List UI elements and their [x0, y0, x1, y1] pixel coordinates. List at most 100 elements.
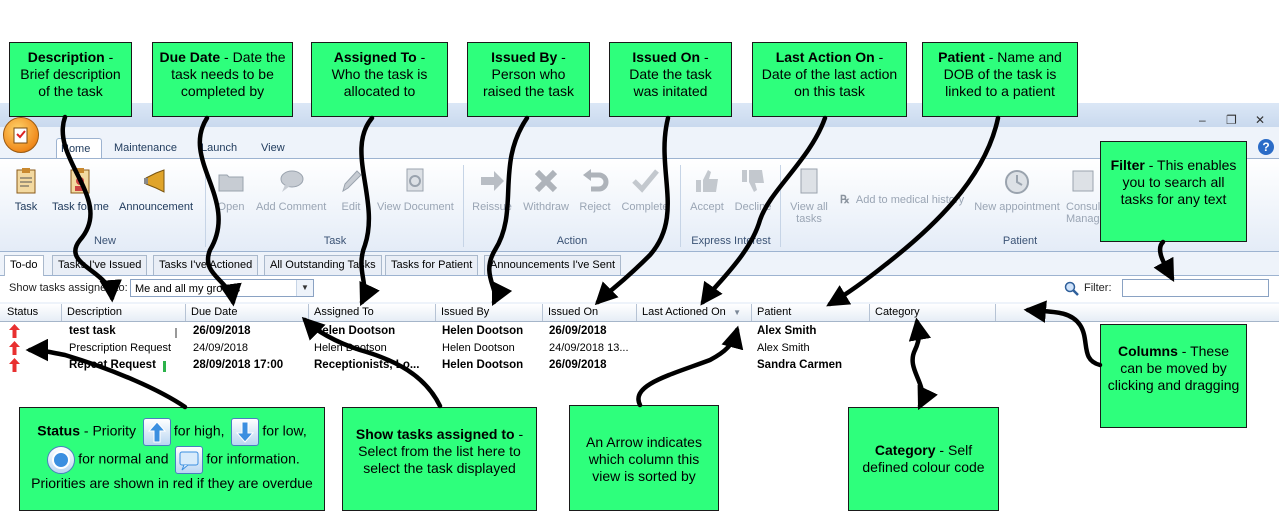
ribbon-tabs: Home Maintenance Launch View: [0, 138, 1279, 159]
column-header-patient[interactable]: Patient: [752, 304, 870, 321]
callout-last-action-on: Last Action On - Date of the last action…: [752, 42, 907, 117]
ribbon-separator: [463, 165, 464, 247]
column-header-issued-by[interactable]: Issued By: [436, 304, 543, 321]
thumbs-up-icon: [696, 170, 718, 192]
tab-tasks-ive-issued[interactable]: Tasks I've Issued: [52, 255, 148, 275]
callout-filter: Filter - This enables you to search all …: [1100, 141, 1247, 242]
pencil-icon: [342, 170, 362, 193]
column-header-issued-on[interactable]: Issued On: [543, 304, 637, 321]
view-document-button-label: View Document: [377, 201, 454, 213]
minimize-button[interactable]: –: [1199, 113, 1206, 127]
tab-announcements-ive-sent[interactable]: Announcements I've Sent: [484, 255, 622, 275]
column-header-category[interactable]: Category: [870, 304, 996, 321]
callout-title: Issued On: [632, 49, 701, 65]
callout-title: Status: [37, 422, 81, 439]
callout-due-date: Due Date - Date the task needs to be com…: [152, 42, 293, 117]
callout-title: Filter: [1110, 157, 1145, 173]
consultation-manager-button[interactable]: Consultation Manager: [1066, 167, 1100, 225]
table-row[interactable]: test task 26/09/2018 Helen Dootson Helen…: [0, 323, 1279, 340]
open-button[interactable]: Open: [214, 167, 248, 213]
column-header-description[interactable]: Description: [62, 304, 186, 321]
callout-show-tasks-assigned-to: Show tasks assigned to - Select from the…: [342, 407, 537, 511]
tab-all-outstanding-tasks[interactable]: All Outstanding Tasks: [264, 255, 382, 275]
callout-title: Last Action On: [775, 49, 875, 65]
task-button[interactable]: Task: [10, 167, 42, 213]
withdraw-button[interactable]: Withdraw: [522, 167, 570, 213]
callout-text: - Priority: [80, 422, 137, 439]
show-tasks-assigned-select[interactable]: Me and all my groups ▼: [130, 279, 314, 297]
cell-description: Prescription Request: [69, 342, 172, 354]
tab-maintenance[interactable]: Maintenance: [114, 142, 177, 154]
view-all-tasks-button[interactable]: View all tasks: [786, 167, 832, 225]
callout-issued-on: Issued On - Date the task was initated: [609, 42, 732, 117]
high-priority-icon: [142, 418, 171, 446]
callout-title: Show tasks assigned to: [355, 426, 515, 442]
notepad-icon: [13, 127, 28, 144]
tasks-grid: Status Description Due Date Assigned To …: [0, 304, 1279, 405]
help-icon[interactable]: ?: [1258, 139, 1274, 155]
add-comment-button-label: Add Comment: [256, 201, 327, 213]
cell-issued-by: Helen Dootson: [442, 325, 524, 337]
column-header-due-date[interactable]: Due Date: [186, 304, 309, 321]
tab-home[interactable]: Home: [56, 138, 102, 159]
information-icon: [175, 446, 204, 474]
reject-button[interactable]: Reject: [578, 167, 612, 213]
show-tasks-value: Me and all my groups: [135, 283, 241, 295]
cell-due-date: 26/09/2018: [193, 325, 251, 337]
tab-to-do[interactable]: To-do: [4, 255, 44, 276]
clock-icon: [1005, 170, 1029, 194]
close-button[interactable]: ✕: [1255, 113, 1266, 127]
announcement-button[interactable]: Announcement: [118, 167, 194, 213]
new-appointment-button-label: New appointment: [974, 201, 1060, 213]
undo-icon: [583, 169, 609, 192]
add-comment-button[interactable]: Add Comment: [256, 167, 326, 213]
ribbon-separator: [780, 165, 781, 247]
cell-issued-on: 24/09/2018 13...: [549, 342, 629, 354]
callout-text: for information. Priorities are shown in…: [31, 450, 313, 491]
view-document-button[interactable]: View Document: [377, 167, 454, 213]
callout-text: - Name and DOB of the task is linked to …: [943, 49, 1062, 99]
tab-tasks-ive-actioned[interactable]: Tasks I've Actioned: [153, 255, 259, 275]
callout-category: Category - Self defined colour code: [848, 407, 999, 511]
edit-button[interactable]: Edit: [337, 167, 365, 213]
task-for-me-icon: [70, 168, 90, 194]
complete-button-label: Complete: [621, 201, 669, 213]
edit-button-label: Edit: [341, 201, 361, 213]
column-header-last-actioned-on[interactable]: Last Actioned On ▼: [637, 304, 752, 321]
view-tabs: To-do Tasks I've Issued Tasks I've Actio…: [0, 255, 1279, 276]
reissue-button[interactable]: Reissue: [472, 167, 512, 213]
cell-due-date: 24/09/2018: [193, 342, 249, 354]
restore-button[interactable]: ❐: [1226, 113, 1237, 127]
callout-text: - Date the task needs to be completed by: [171, 49, 286, 99]
table-row[interactable]: Prescription Request 24/09/2018 Helen Do…: [0, 340, 1279, 357]
high-priority-arrow-icon: [9, 324, 20, 338]
callout-text: An Arrow indicates which column this vie…: [586, 434, 702, 484]
add-to-medical-history-label: Add to medical history: [855, 194, 965, 206]
decline-button[interactable]: Decline: [734, 167, 772, 213]
tab-view[interactable]: View: [261, 142, 285, 154]
accept-button[interactable]: Accept: [688, 167, 726, 213]
folder-icon: [218, 174, 244, 192]
callout-title: Due Date: [159, 49, 221, 65]
cell-due-date: 28/09/2018 17:00: [193, 359, 284, 371]
cell-assigned-to: Receptionists, Lo...: [314, 359, 420, 371]
task-for-me-button[interactable]: Task for me: [52, 167, 109, 213]
rx-icon: ℞: [840, 194, 850, 206]
tab-launch[interactable]: Launch: [201, 142, 238, 154]
column-header-assigned-to[interactable]: Assigned To: [309, 304, 436, 321]
application-menu-button[interactable]: [3, 117, 39, 153]
callout-text: - These can be moved by clicking and dra…: [1107, 343, 1240, 393]
chevron-down-icon[interactable]: ▼: [296, 280, 313, 296]
add-to-medical-history-button[interactable]: ℞ Add to medical history: [840, 193, 964, 206]
open-button-label: Open: [217, 201, 245, 213]
callout-issued-by: Issued By - Person who raised the task: [467, 42, 590, 117]
callout-text: for high,: [173, 422, 225, 439]
callout-title: Description: [27, 49, 105, 65]
filter-input[interactable]: [1122, 279, 1269, 297]
new-appointment-button[interactable]: New appointment: [974, 167, 1060, 213]
cell-description: Repeat Request: [69, 359, 156, 371]
tab-tasks-for-patient[interactable]: Tasks for Patient: [385, 255, 479, 275]
complete-button[interactable]: Complete: [620, 167, 670, 213]
table-row[interactable]: Repeat Request 28/09/2018 17:00 Receptio…: [0, 357, 1279, 374]
column-header-status[interactable]: Status: [2, 304, 62, 321]
